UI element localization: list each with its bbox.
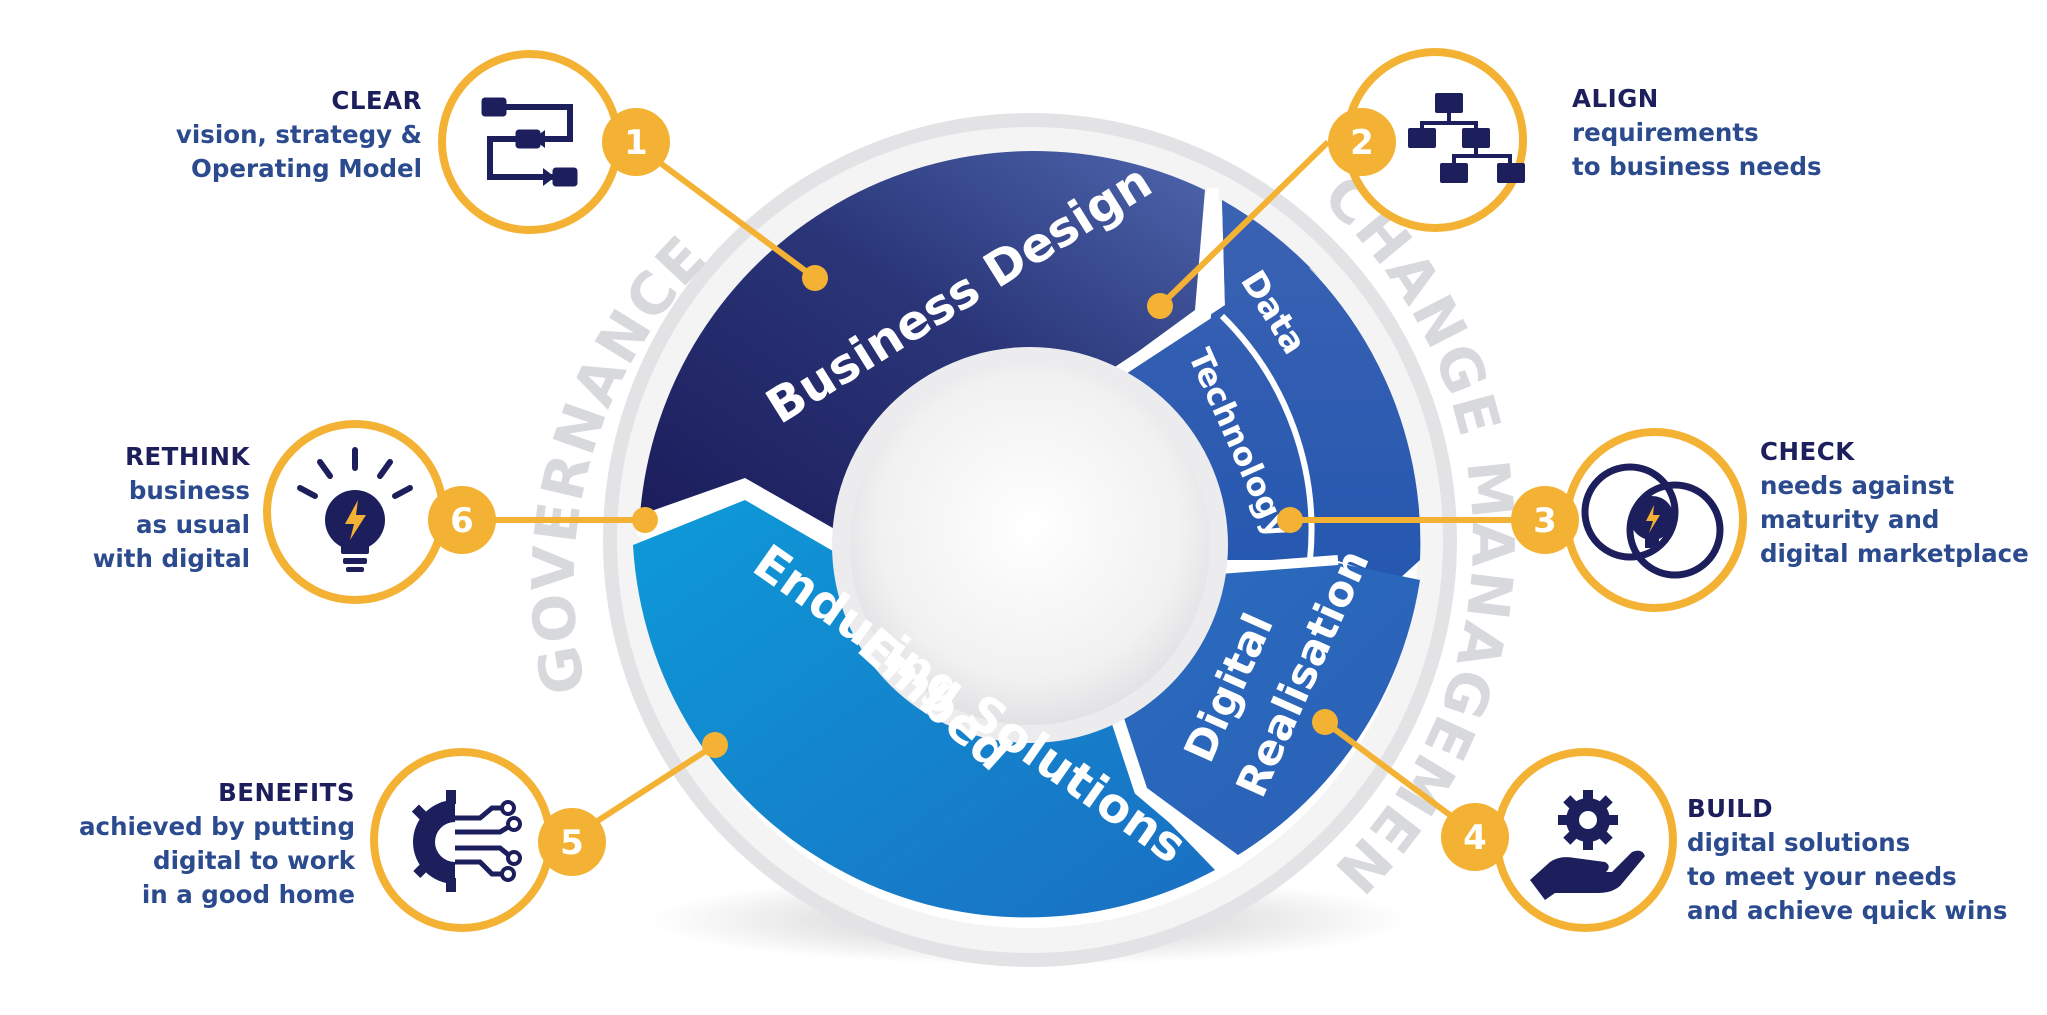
outer-ring-edge [603, 113, 1457, 967]
step-2: 2 [1328, 48, 1527, 232]
step-2-badge [1328, 108, 1396, 176]
technology-divider [1219, 313, 1315, 561]
dot-6 [632, 507, 658, 533]
step-6-number: 6 [450, 501, 474, 541]
step-3: 3 [1511, 428, 1747, 612]
step-6-line-1: business [128, 476, 250, 505]
org-chart-icon [1408, 93, 1525, 183]
step-5-line-1: achieved by putting [79, 812, 355, 841]
connectors [465, 139, 1540, 845]
connector-1 [638, 145, 817, 281]
dot-2 [1147, 293, 1173, 319]
step-2-number: 2 [1350, 123, 1374, 163]
step-6-text: RETHINK business as usual with digital [40, 440, 250, 576]
step-5-title: BENEFITS [218, 778, 355, 807]
step-3-title: CHECK [1760, 437, 1855, 466]
step-6-line-3: with digital [92, 544, 250, 573]
step-5-badge [538, 808, 606, 876]
step-5-line-2: digital to work [153, 846, 355, 875]
flow-process-icon [481, 97, 578, 187]
business-design-segment [640, 150, 1205, 536]
technology-segment [1120, 200, 1421, 580]
lightbulb-icon [297, 447, 413, 572]
step-4-number: 4 [1463, 818, 1487, 858]
step-4-title: BUILD [1687, 794, 1774, 823]
step-2-text: ALIGN requirements to business needs [1572, 82, 1872, 184]
step-2-title: ALIGN [1572, 84, 1659, 113]
step-3-line-3: digital marketplace [1760, 539, 2029, 568]
step-6-title: RETHINK [125, 442, 250, 471]
step-1-title: CLEAR [331, 86, 422, 115]
step-5-text: BENEFITS achieved by putting digital to … [40, 776, 355, 912]
step-1-badge [602, 108, 670, 176]
separator-bottom [1106, 703, 1229, 867]
step-6-line-2: as usual [135, 510, 250, 539]
hand-gear-icon [1530, 790, 1645, 900]
step-6: 6 [263, 420, 496, 604]
step-2-line-1: requirements [1572, 118, 1759, 147]
connector-4 [1323, 719, 1472, 833]
separator-right [1205, 555, 1339, 575]
step-5-line-3: in a good home [141, 880, 355, 909]
step-4-text: BUILD digital solutions to meet your nee… [1687, 792, 2017, 928]
step-5-number: 5 [560, 823, 584, 863]
inner-hole [850, 365, 1210, 725]
step-1-number: 1 [624, 123, 648, 163]
separator-top [1114, 187, 1219, 378]
step-4-badge [1441, 803, 1509, 871]
step-3-line-2: maturity and [1760, 505, 1940, 534]
dot-4 [1312, 709, 1338, 735]
step-4-line-2: to meet your needs [1687, 862, 1957, 891]
step-3-badge [1511, 486, 1579, 554]
step-5-icon-ring [370, 748, 554, 932]
overlapping-circles-bulb-icon [1581, 463, 1724, 579]
step-1-text: CLEAR vision, strategy & Operating Model [150, 84, 422, 186]
dot-1 [802, 265, 828, 291]
separator-left [633, 480, 849, 555]
step-5: 5 [370, 748, 606, 932]
dot-5 [702, 732, 728, 758]
dot-3 [1277, 507, 1303, 533]
step-4-line-1: digital solutions [1687, 828, 1911, 857]
step-1: 1 [438, 50, 670, 234]
step-1-line-1: vision, strategy & [175, 120, 422, 149]
gear-circuit-icon [411, 790, 522, 892]
step-2-line-2: to business needs [1572, 152, 1822, 181]
step-6-badge [428, 486, 496, 554]
step-3-text: CHECK needs against maturity and digital… [1760, 435, 2045, 571]
connector-2 [1157, 139, 1331, 309]
step-3-line-1: needs against [1760, 471, 1955, 500]
connector-dots [632, 265, 1338, 758]
step-1-line-2: Operating Model [191, 154, 422, 183]
step-4: 4 [1441, 748, 1677, 932]
step-4-line-3: and achieve quick wins [1687, 896, 2008, 925]
step-3-number: 3 [1533, 501, 1557, 541]
